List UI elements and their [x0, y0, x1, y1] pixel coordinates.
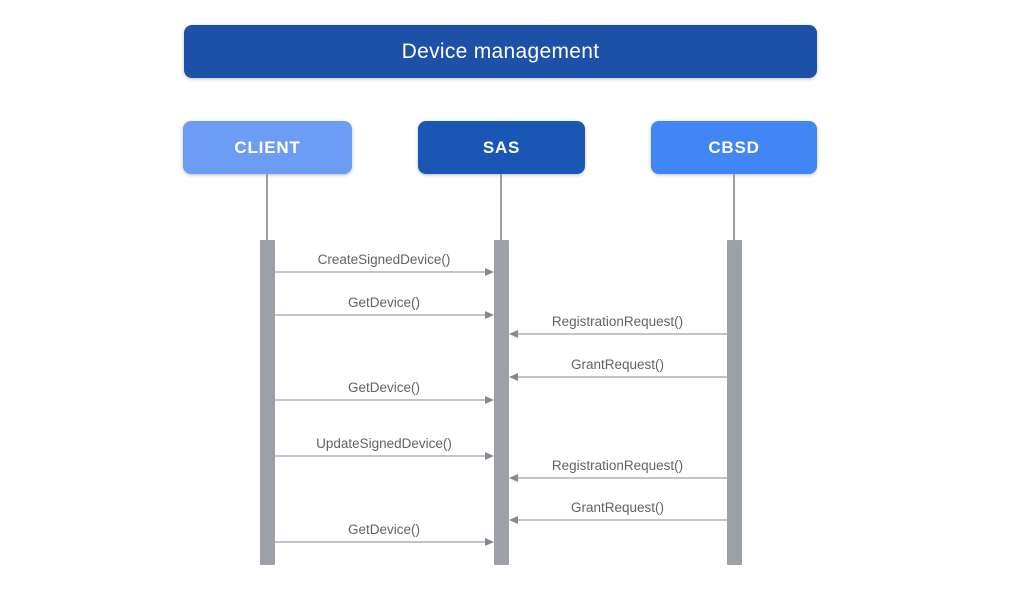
activation-bar-cbsd	[726, 240, 742, 565]
diagram-title: Device management	[401, 39, 600, 63]
arrowhead-icon	[508, 329, 518, 338]
message-line	[274, 314, 487, 316]
message-label: GetDevice()	[347, 522, 420, 537]
arrowhead-icon	[508, 515, 518, 524]
actor-box-client: CLIENT	[183, 121, 352, 174]
message-line	[515, 519, 727, 521]
actor-label-sas: SAS	[482, 137, 521, 157]
actor-box-sas: SAS	[418, 121, 585, 174]
message-label: GetDevice()	[347, 380, 420, 395]
arrowhead-icon	[484, 451, 494, 460]
actor-label-cbsd: CBSD	[708, 137, 760, 157]
arrowhead-icon	[484, 310, 494, 319]
message-line	[274, 271, 487, 273]
message-label: RegistrationRequest()	[551, 314, 684, 329]
diagram-title-bar: Device management	[184, 25, 817, 78]
arrowhead-icon	[484, 267, 494, 276]
arrowhead-icon	[508, 372, 518, 381]
arrowhead-icon	[508, 473, 518, 482]
message-label: GrantRequest()	[570, 357, 665, 372]
message-label: GetDevice()	[347, 295, 420, 310]
message-label: RegistrationRequest()	[551, 458, 684, 473]
activation-bar-sas	[493, 240, 509, 565]
arrowhead-icon	[484, 395, 494, 404]
lifeline-client	[266, 174, 268, 240]
lifeline-sas	[500, 174, 502, 240]
message-line	[274, 399, 487, 401]
activation-bar-client	[259, 240, 275, 565]
actor-label-client: CLIENT	[234, 137, 301, 157]
message-line	[515, 333, 727, 335]
message-line	[515, 376, 727, 378]
message-label: CreateSignedDevice()	[317, 252, 451, 267]
message-label: GrantRequest()	[570, 500, 665, 515]
message-line	[515, 477, 727, 479]
actor-box-cbsd: CBSD	[651, 121, 817, 174]
arrowhead-icon	[484, 537, 494, 546]
message-line	[274, 455, 487, 457]
message-label: UpdateSignedDevice()	[316, 436, 452, 451]
message-line	[274, 541, 487, 543]
lifeline-cbsd	[733, 174, 735, 240]
